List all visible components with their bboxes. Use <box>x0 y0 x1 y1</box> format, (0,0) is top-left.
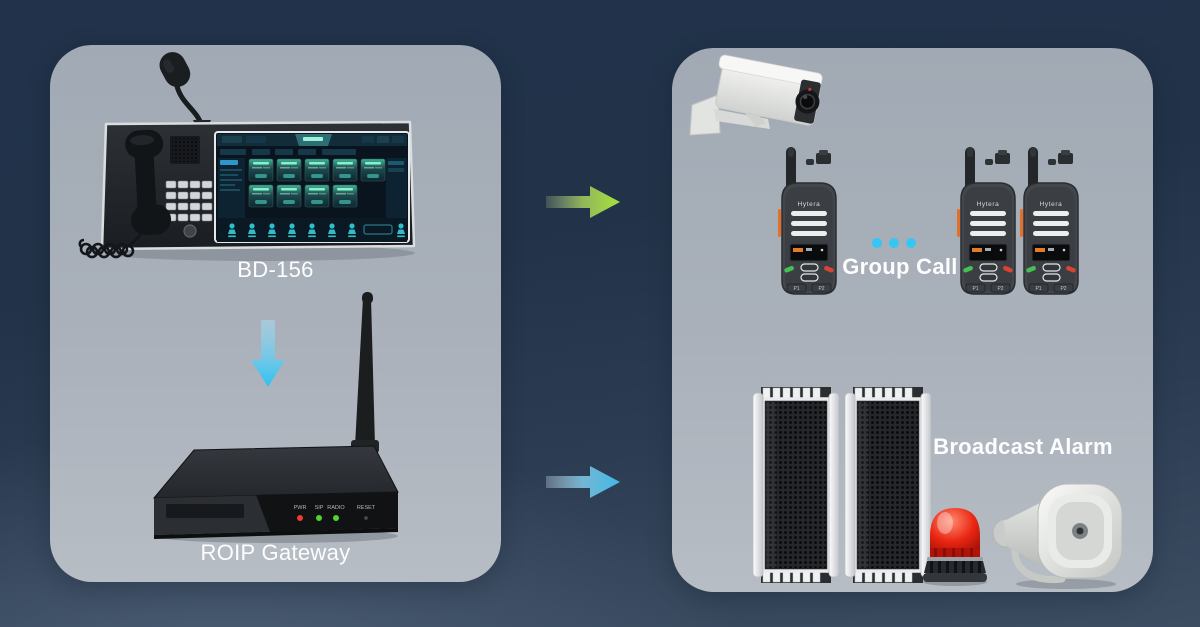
dispatch-screen <box>214 131 410 243</box>
bd156-dispatch-console-illustration <box>78 52 416 261</box>
sip-led <box>316 515 322 521</box>
roip-gateway-illustration: PWR SIP RADIO RESET <box>152 292 399 543</box>
svg-text:PWR: PWR <box>294 505 307 511</box>
column-speaker-icon <box>753 385 839 585</box>
radio-led <box>333 515 339 521</box>
gateway-label: ROIP Gateway <box>200 540 351 565</box>
pwr-led <box>297 515 303 521</box>
gooseneck-microphone-icon <box>159 52 211 131</box>
column-speaker-icon <box>845 385 931 585</box>
svg-text:RADIO: RADIO <box>327 505 345 511</box>
console-keypad <box>165 180 213 222</box>
telephone-handset-icon <box>125 129 172 236</box>
arrow-right-green-icon <box>546 186 620 218</box>
portable-radio-icon <box>1020 147 1079 295</box>
ellipsis-dots-icon <box>872 238 916 248</box>
alarm-beacon-icon <box>923 508 987 586</box>
broadcast-alarm-label: Broadcast Alarm <box>933 434 1113 459</box>
gateway-antenna-icon <box>351 292 379 453</box>
cctv-camera-icon <box>689 54 823 136</box>
arrow-down-icon <box>251 320 285 387</box>
coiled-cord-icon <box>78 231 144 259</box>
gateway-front-panel: PWR SIP RADIO RESET <box>294 505 376 511</box>
horn-speaker-icon <box>992 483 1123 589</box>
console-speaker-grille <box>170 136 200 164</box>
arrow-right-blue-icon <box>546 466 620 498</box>
group-call-label: Group Call <box>842 254 958 279</box>
svg-text:SIP: SIP <box>315 505 324 511</box>
reset-hole <box>364 516 368 520</box>
console-logo-button <box>183 224 197 238</box>
console-label: BD-156 <box>237 257 314 282</box>
svg-text:RESET: RESET <box>357 505 376 511</box>
